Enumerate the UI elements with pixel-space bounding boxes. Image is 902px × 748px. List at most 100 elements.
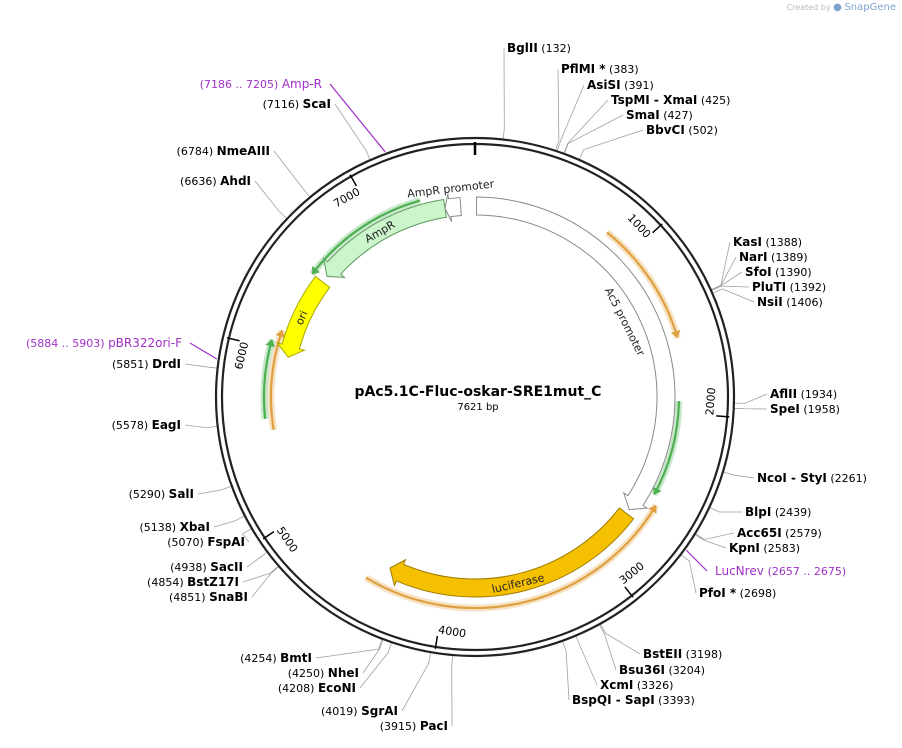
site-econi: (4208) EcoNI — [278, 681, 356, 695]
site-leader — [695, 532, 735, 540]
orf-arrowhead — [670, 329, 681, 338]
site-leader — [556, 84, 585, 151]
site-nmeaiii: (6784) NmeAIII — [177, 144, 270, 158]
site-ncoi-styi: NcoI - StyI (2261) — [757, 471, 867, 485]
site-tspmi-xmai: TspMI - XmaI (425) — [611, 93, 730, 107]
site-leader — [713, 288, 755, 303]
site-leader — [563, 99, 609, 153]
orf-arrowhead — [652, 486, 662, 495]
site-nari: NarI (1389) — [739, 250, 808, 264]
primer-leader — [685, 549, 708, 572]
site-leader — [251, 566, 279, 598]
orf-arrowhead — [265, 339, 276, 348]
orf-arrowhead — [648, 505, 657, 514]
site-leader — [710, 507, 743, 513]
site-ahdi: (6636) AhdI — [180, 174, 251, 188]
site-nhei: (4250) NheI — [288, 666, 359, 680]
site-leader — [681, 554, 697, 594]
orf-arc — [269, 329, 284, 430]
site-leader — [734, 407, 768, 410]
primer-leader — [329, 83, 386, 153]
restriction-site-labels: BglII (132)PflMI * (383)AsiSI (391)TspMI… — [112, 41, 867, 733]
site-bglii: BglII (132) — [507, 41, 571, 55]
site-eagi: (5578) EagI — [112, 418, 181, 432]
primer-pbr322ori-f: (5884 .. 5903) pBR322ori-F — [26, 336, 182, 350]
site-leader — [575, 636, 598, 686]
snapgene-logo-icon: ● — [833, 2, 842, 13]
tick-mark — [349, 174, 358, 187]
site-leader — [451, 656, 454, 727]
feature-label-ori: ori — [293, 309, 311, 327]
site-leader — [711, 256, 737, 291]
primer-leader — [189, 342, 218, 360]
feature-ac5-promoter — [475, 196, 676, 511]
site-leader — [734, 393, 768, 404]
site-xcmi: XcmI (3326) — [600, 678, 673, 692]
site-leader — [254, 180, 287, 219]
site-acc65i: Acc65I (2579) — [737, 526, 822, 540]
site-leader — [241, 528, 252, 543]
site-leader — [197, 486, 231, 495]
orf-arc — [311, 199, 421, 275]
site-leader — [273, 150, 310, 197]
site-bmti: (4254) BmtI — [240, 651, 312, 665]
site-leader — [184, 424, 217, 429]
tick-mark — [624, 586, 634, 598]
site-bsteii: BstEII (3198) — [643, 647, 722, 661]
site-kpni: KpnI (2583) — [729, 541, 800, 555]
site-leader — [359, 643, 392, 689]
primer-markers: (7186 .. 7205) Amp-R(5884 .. 5903) pBR32… — [26, 77, 846, 578]
orf-arrowhead — [275, 330, 286, 338]
site-leader — [711, 241, 731, 290]
feature-luciferase — [389, 507, 635, 598]
site-sfoi: SfoI (1390) — [745, 265, 812, 279]
site-xbai: (5138) XbaI — [140, 520, 210, 534]
site-drdi: (5851) DrdI — [112, 357, 181, 371]
plasmid-length: 7621 bp — [457, 402, 498, 413]
feature-ampr-promoter — [444, 193, 462, 222]
site-leader — [502, 47, 505, 139]
credit-prefix: Created by — [786, 3, 831, 12]
tick-label: 7000 — [332, 185, 363, 210]
site-leader — [555, 68, 560, 150]
feature-ori — [275, 275, 331, 358]
site-leader — [401, 653, 431, 712]
tick-label: 5000 — [274, 524, 300, 554]
site-pluti: PluTI (1392) — [752, 280, 826, 294]
tick-label: 3000 — [617, 559, 647, 587]
orf-arcs — [260, 197, 683, 612]
site-bstz17i: (4854) BstZ17I — [147, 575, 239, 589]
site-leader — [562, 641, 570, 701]
orf-arc — [606, 231, 679, 339]
tick-mark — [262, 531, 275, 540]
site-pfoi: PfoI * (2698) — [699, 586, 776, 600]
site-spei: SpeI (1958) — [770, 402, 840, 416]
site-leader — [184, 363, 217, 369]
site-aflii: AflII (1934) — [770, 387, 837, 401]
site-paci: (3915) PacI — [380, 719, 448, 733]
site-leader — [315, 639, 383, 659]
backbone-outer-ring — [214, 136, 736, 658]
site-bsu36i: Bsu36I (3204) — [619, 663, 705, 677]
site-bspqi-sapi: BspQI - SapI (3393) — [572, 693, 695, 707]
site-leader — [362, 639, 384, 674]
feature-ampr — [323, 198, 448, 279]
site-leader — [723, 471, 755, 479]
primer-lucnrev: LucNrev (2657 .. 2675) — [715, 564, 846, 578]
snapgene-credit: Created by ● SnapGene — [787, 2, 896, 13]
site-kasi: KasI (1388) — [733, 235, 802, 249]
site-sacii: (4938) SacII — [170, 560, 243, 574]
site-scai: (7116) ScaI — [263, 97, 331, 111]
site-blpi: BlpI (2439) — [745, 505, 811, 519]
site-leader — [213, 515, 245, 528]
site-bbvci: BbvCI (502) — [646, 123, 718, 137]
tick-label: 6000 — [232, 341, 251, 371]
tick-mark — [652, 223, 663, 234]
site-leader — [242, 566, 279, 583]
credit-brand: SnapGene — [844, 2, 896, 13]
plasmid-backbone — [214, 136, 736, 658]
tick-label: 2000 — [703, 387, 718, 416]
orf-arc — [653, 401, 681, 496]
